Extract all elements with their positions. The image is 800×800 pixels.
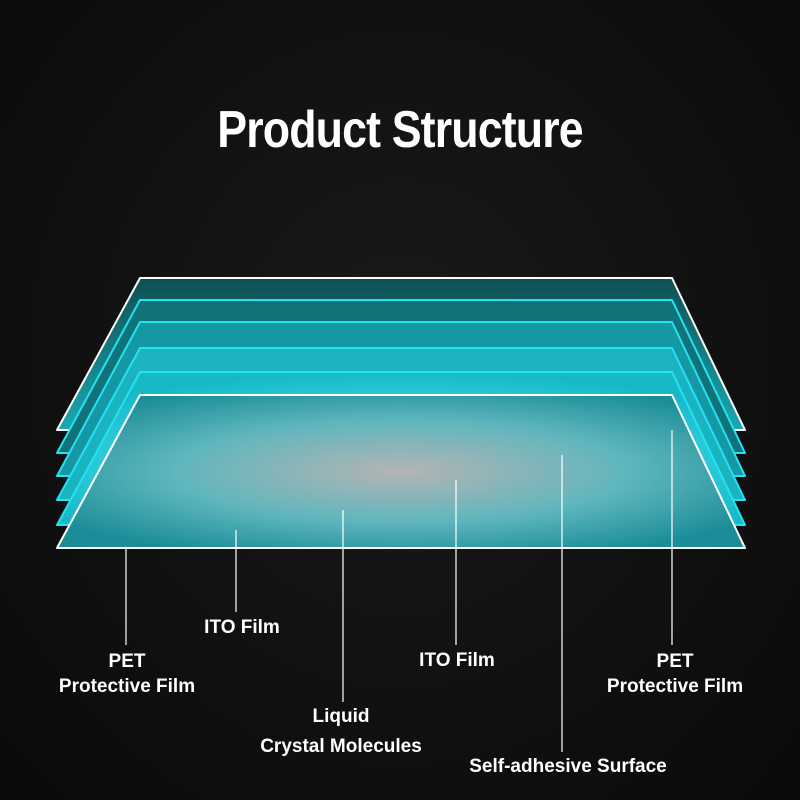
label-ito-left: ITO Film (204, 617, 280, 638)
label-pet-right-line1: PET (656, 651, 694, 672)
label-liquid-line1: Liquid (312, 706, 370, 727)
label-pet-left-line1: PET (108, 651, 146, 672)
label-pet-right-line2: Protective Film (606, 676, 744, 697)
layer-pet-bottom (56, 394, 746, 549)
label-pet-left-line2: Protective Film (58, 676, 196, 697)
label-self-adhesive: Self-adhesive Surface (469, 756, 667, 777)
label-ito-right: ITO Film (419, 650, 495, 671)
diagram-title: Product Structure (217, 101, 583, 159)
label-pet-left: PET Protective Film (59, 649, 195, 699)
label-liquid: Liquid Crystal Molecules (260, 704, 422, 759)
label-pet-right: PET Protective Film (607, 649, 743, 699)
label-liquid-line2: Crystal Molecules (260, 736, 422, 757)
